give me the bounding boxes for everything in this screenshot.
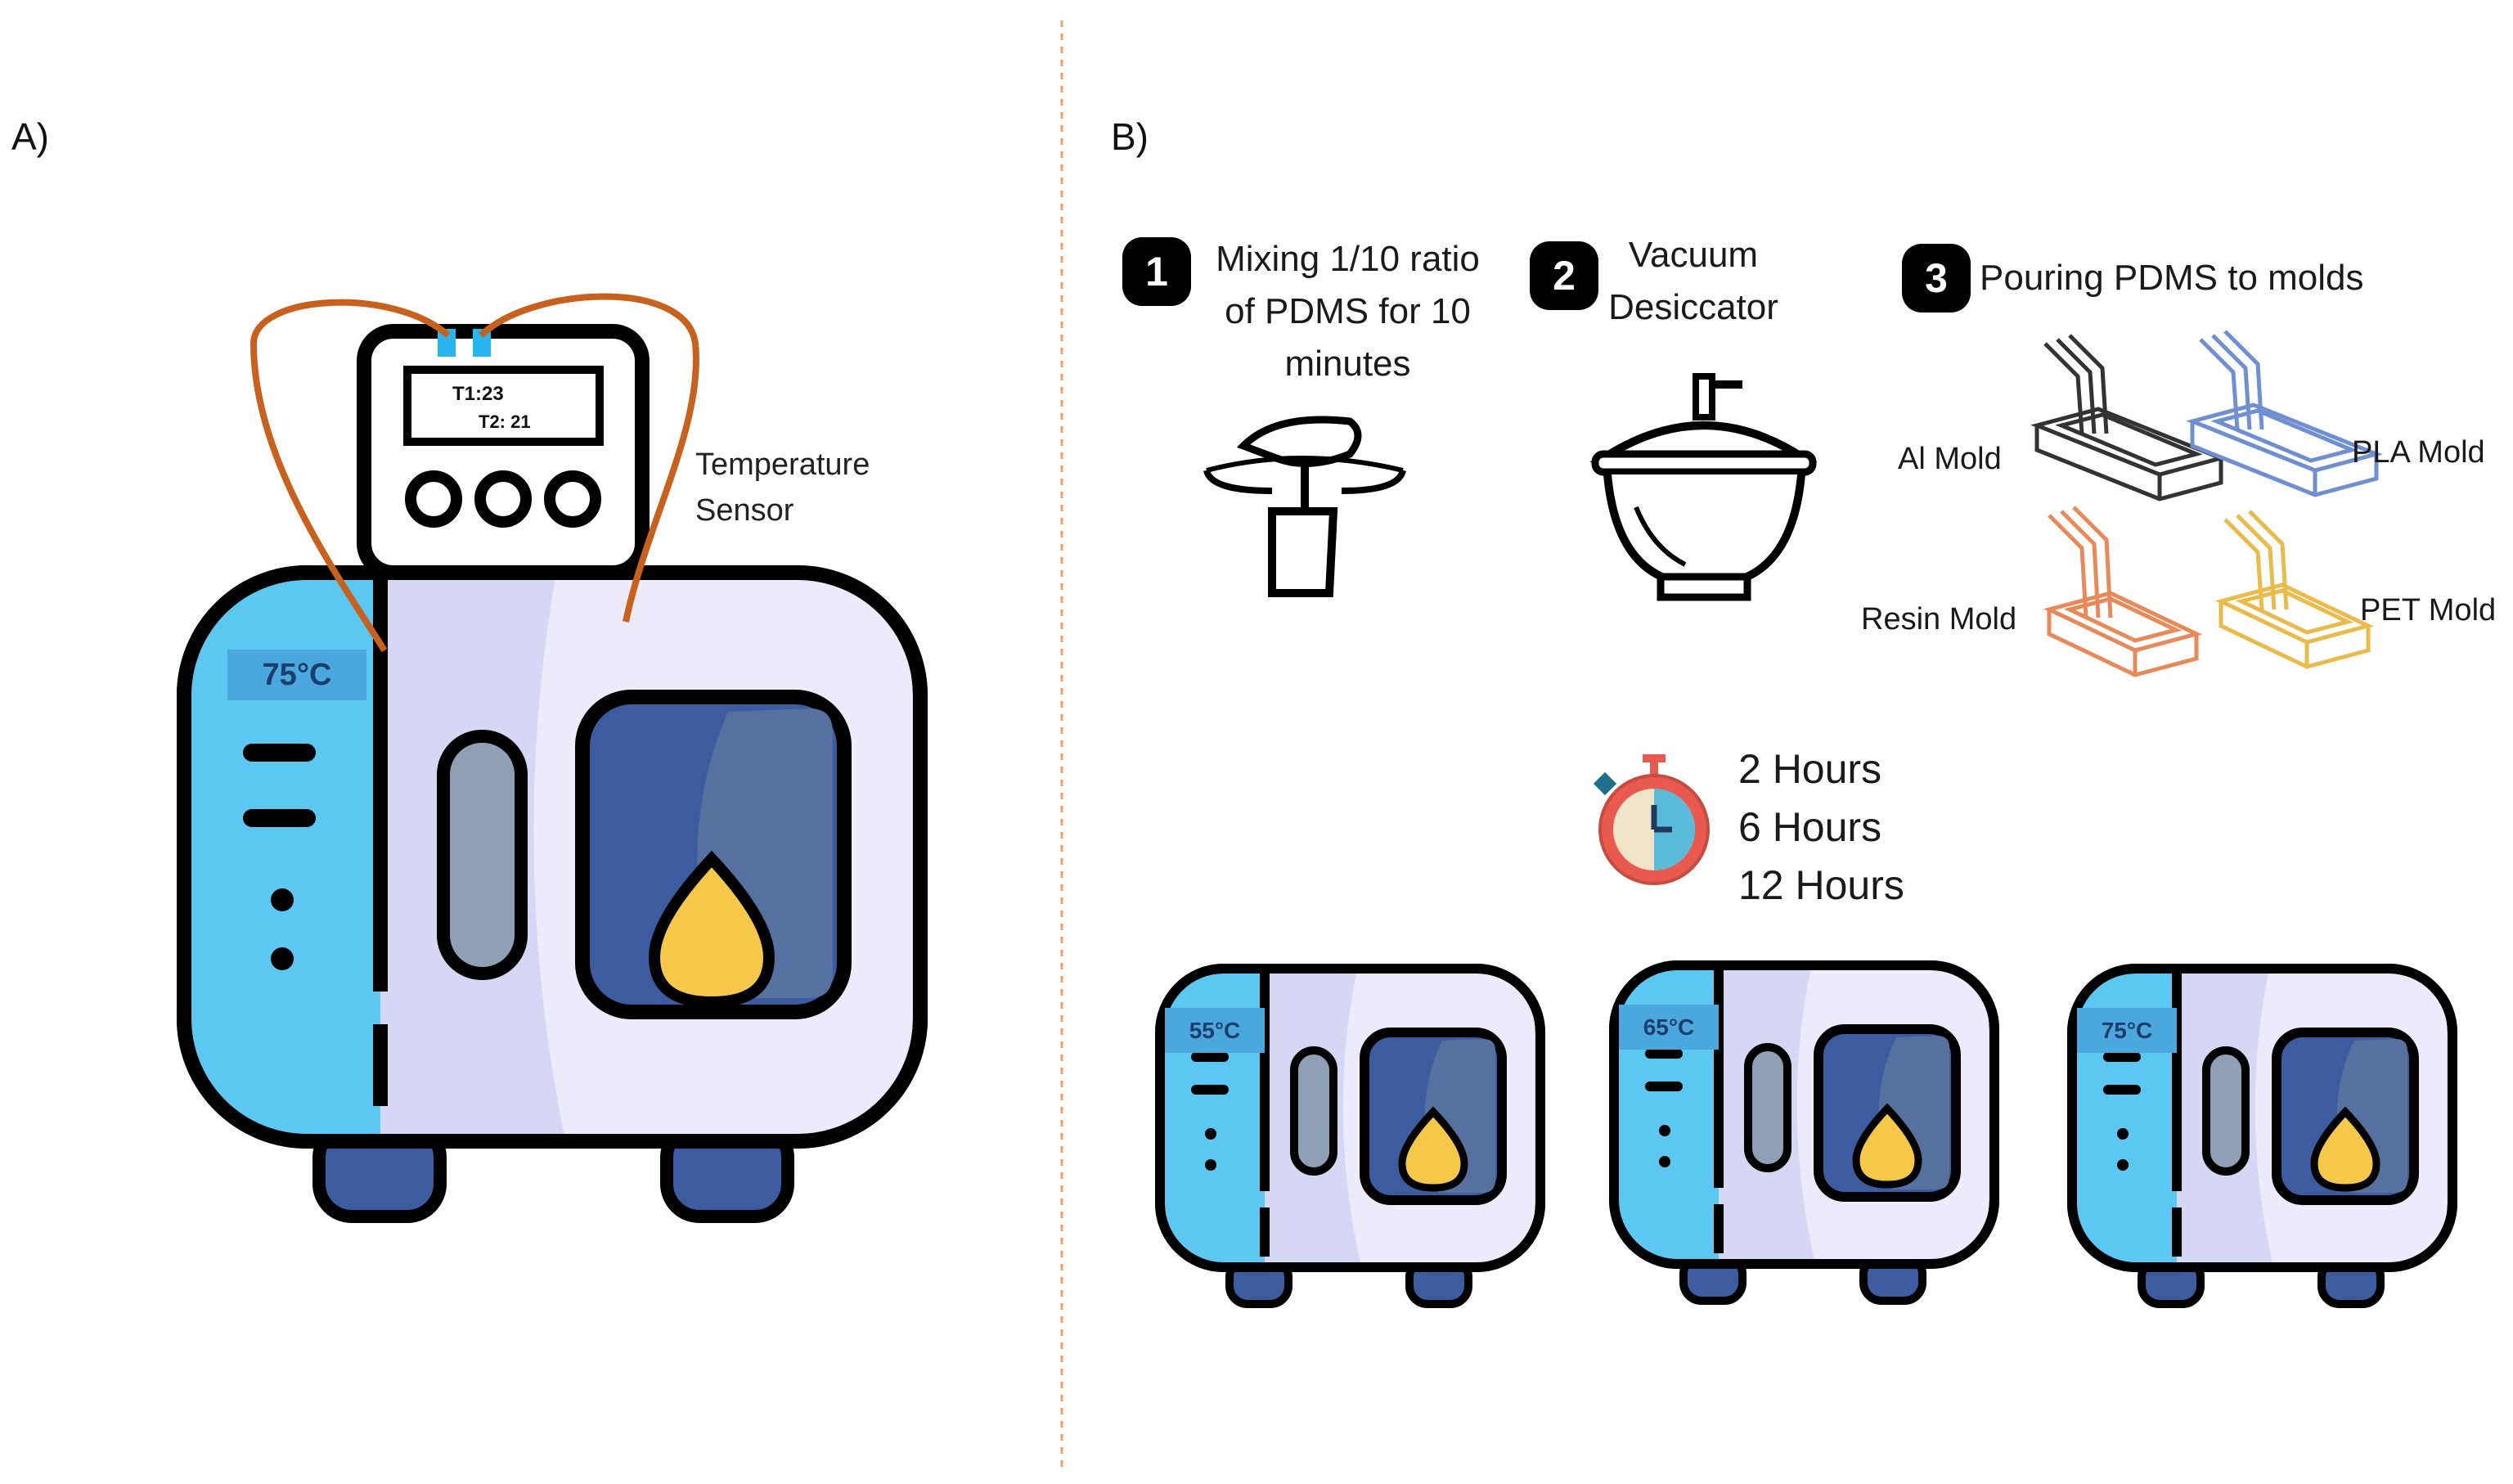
- panel-a-label: A): [11, 115, 49, 158]
- panel-b-label: B): [1111, 115, 1149, 158]
- temperature-sensor-label: Temperature Sensor: [695, 442, 870, 533]
- display-t1: T1:23: [452, 383, 504, 405]
- step-3-badge: 3: [1902, 244, 1971, 313]
- pet-mold-label: PET Mold: [2360, 593, 2497, 627]
- sensor-label-line1: Temperature: [695, 447, 870, 482]
- step-1-line1: Mixing 1/10 ratio: [1216, 239, 1480, 279]
- step-1-line3: minutes: [1284, 344, 1411, 384]
- pla-mold-label: PLA Mold: [2352, 435, 2485, 470]
- step-2-text: Vacuum Desiccator: [1591, 229, 1796, 334]
- resin-mold-label: Resin Mold: [1861, 602, 2017, 636]
- pla-mold-icon: [2186, 330, 2383, 497]
- step-2-line1: Vacuum: [1628, 235, 1759, 275]
- oven-55-temp: 55°C: [1165, 1008, 1265, 1053]
- step-3-text: Pouring PDMS to molds: [1980, 258, 2364, 298]
- step-1-line2: of PDMS for 10: [1225, 291, 1471, 331]
- oven-temp-label: 75°C: [227, 650, 366, 700]
- step-1-badge: 1: [1122, 237, 1191, 306]
- oven-75-temp: 75°C: [2077, 1008, 2177, 1053]
- step-1-text: Mixing 1/10 ratio of PDMS for 10 minutes: [1190, 233, 1505, 390]
- pet-mold-icon: [2214, 510, 2375, 669]
- resin-mold-icon: [2043, 506, 2203, 677]
- sensor-label-line2: Sensor: [695, 493, 794, 528]
- time-6-hours: 6 Hours: [1738, 804, 1882, 850]
- al-mold-label: Al Mold: [1898, 442, 2002, 476]
- time-2-hours: 2 Hours: [1738, 746, 1882, 792]
- time-list: 2 Hours 6 Hours 12 Hours: [1738, 740, 1904, 915]
- step-2-badge: 2: [1530, 241, 1598, 310]
- time-12-hours: 12 Hours: [1738, 862, 1904, 908]
- display-t2: T2: 21: [479, 411, 531, 432]
- step-2-line2: Desiccator: [1608, 287, 1778, 327]
- oven-65-temp: 65°C: [1619, 1005, 1719, 1050]
